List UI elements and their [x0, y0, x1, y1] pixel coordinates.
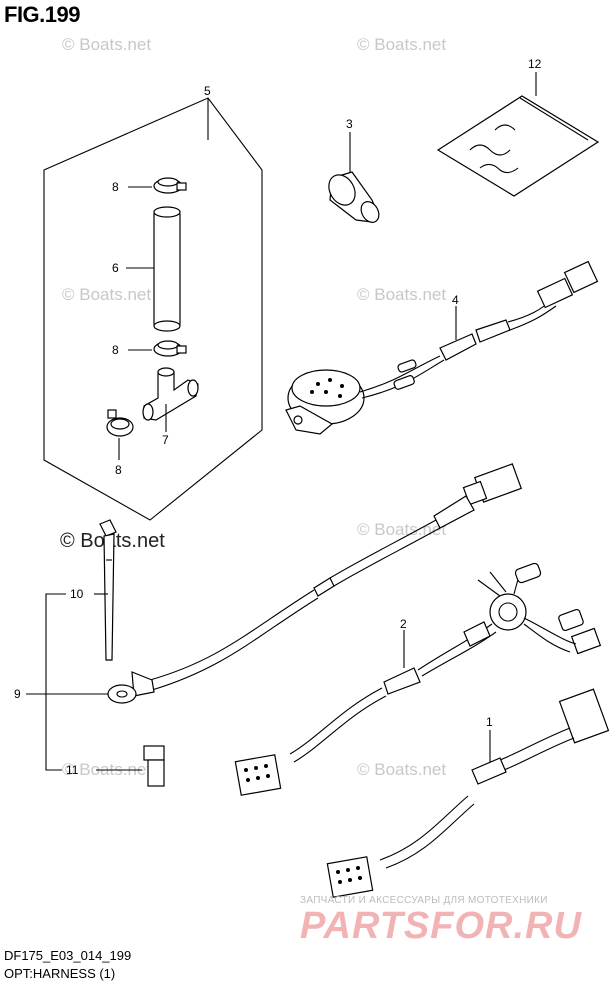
callout-3: 3	[346, 117, 353, 131]
cable-tie	[99, 519, 117, 661]
overlay-logo-brand: PARTSFOR.RU	[300, 905, 582, 947]
callout-8: 8	[112, 180, 119, 194]
callout-11: 11	[66, 763, 79, 777]
section-title: OPT:HARNESS (1)	[4, 966, 116, 981]
fuse	[143, 745, 165, 787]
tee-joint	[142, 367, 199, 432]
callout-4: 4	[452, 293, 459, 307]
watermark-text: © Boats.net	[62, 285, 151, 304]
plug-fitting	[328, 132, 380, 223]
watermark-text: © Boats.net	[357, 520, 446, 539]
kit-outline	[43, 97, 263, 521]
hose-clamp-middle	[128, 340, 187, 357]
harness-1	[326, 688, 610, 898]
watermark-text: © Boats.net	[357, 35, 446, 54]
watermark-text: © Boats.net	[357, 760, 446, 779]
callout-12: 12	[528, 57, 542, 71]
callout-6: 6	[112, 261, 119, 275]
callout-8: 8	[112, 343, 119, 357]
callout-5: 5	[204, 84, 211, 98]
watermark-text: © Boats.net	[357, 285, 446, 304]
hose-clamp-bottom	[106, 409, 134, 460]
overlay-logo-subtitle: ЗАПЧАСТИ И АКСЕССУАРЫ ДЛЯ МОТОТЕХНИКИ	[300, 895, 548, 906]
callout-1: 1	[486, 715, 493, 729]
callout-10: 10	[70, 587, 84, 601]
callout-8: 8	[115, 463, 122, 477]
extension-harness	[107, 463, 602, 796]
leader-lines	[26, 593, 142, 771]
callout-2: 2	[400, 617, 407, 631]
watermark-text: © Boats.net	[62, 35, 151, 54]
buzzer-harness	[285, 260, 599, 435]
callout-7: 7	[162, 433, 169, 447]
hose-clamp-top	[128, 177, 187, 194]
hose-tube	[126, 206, 181, 332]
parts-bag	[436, 72, 600, 197]
model-code: DF175_E03_014_199	[4, 948, 132, 963]
figure-title: FIG.199	[4, 2, 80, 27]
callout-9: 9	[14, 687, 21, 701]
